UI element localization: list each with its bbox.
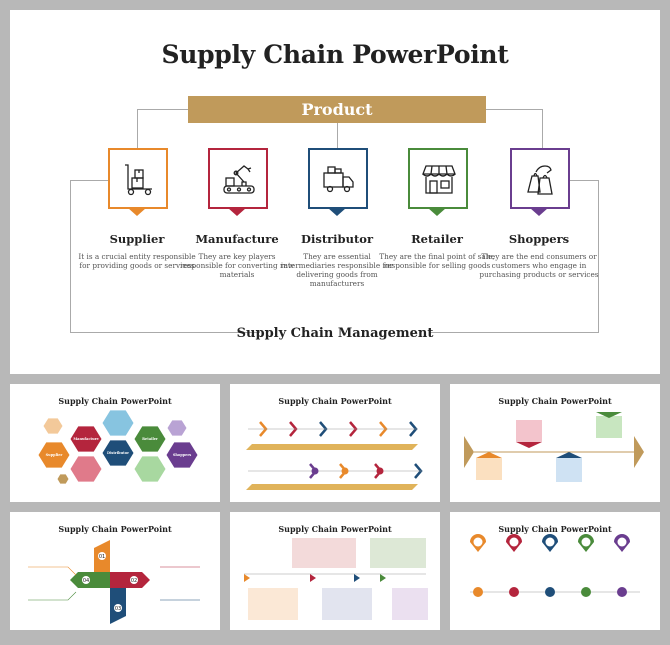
thumbnail-puzzle[interactable]: 01 02 03 04 Supply Chain PowerPoint	[10, 512, 220, 630]
svg-text:03: 03	[115, 606, 121, 612]
hex-label: Manufacture	[73, 437, 99, 441]
stage-pointer	[328, 208, 346, 216]
stage-name: Retailer	[411, 232, 463, 246]
stage-name: Manufacture	[195, 232, 279, 246]
thumbnail-chevron[interactable]: Supply Chain PowerPoint	[230, 384, 440, 502]
main-slide[interactable]: Supply Chain PowerPoint Product Supplier…	[10, 10, 660, 374]
storefront-icon	[422, 165, 456, 194]
stage-icon-box	[308, 148, 368, 209]
delivery-truck-icon	[323, 166, 354, 193]
stage-pointer	[228, 208, 246, 216]
stage-icon-box	[108, 148, 168, 209]
thumbnail-title: Supply Chain PowerPoint	[498, 524, 612, 534]
stage-icon-box	[408, 148, 468, 209]
connector-line	[70, 180, 71, 332]
svg-text:02: 02	[131, 578, 137, 584]
hexagon-diagram: Manufacture Distributor Retailer Supplie…	[37, 409, 199, 485]
hex-label: Shoppers	[173, 453, 191, 457]
connector-line	[137, 109, 138, 149]
flow-boxes-diagram	[244, 538, 428, 620]
connector-line	[598, 180, 599, 332]
slide-title: Supply Chain PowerPoint	[161, 40, 509, 69]
stage-icon-box	[208, 148, 268, 209]
arrow-notes-diagram	[464, 412, 644, 482]
hex-label: Distributor	[107, 451, 129, 455]
svg-text:01: 01	[99, 554, 105, 560]
supply-chain-management-label: Supply Chain Management	[236, 326, 434, 341]
connector-line	[542, 109, 543, 149]
thumbnail-hexagon[interactable]: Manufacture Distributor Retailer Supplie…	[10, 384, 220, 502]
thumbnail-title: Supply Chain PowerPoint	[58, 396, 172, 406]
stage-description: They are essential intermediaries respon…	[280, 252, 394, 288]
thumbnail-title: Supply Chain PowerPoint	[278, 524, 392, 534]
stage-icon-box	[510, 148, 570, 209]
stage-name: Supplier	[109, 232, 165, 246]
thumbnail-title: Supply Chain PowerPoint	[278, 396, 392, 406]
hex-label: Supplier	[46, 453, 63, 457]
connector-line	[337, 123, 338, 149]
connector-line	[70, 332, 260, 333]
thumbnail-pins[interactable]: Supply Chain PowerPoint	[450, 512, 660, 630]
connector-line	[430, 332, 599, 333]
stage-name: Distributor	[301, 232, 373, 246]
hex-label: Retailer	[142, 437, 158, 441]
stage-pointer	[428, 208, 446, 216]
stage-description: They are the final point of sale, respon…	[379, 252, 495, 270]
connector-line	[486, 109, 542, 110]
chevron-process-diagram	[246, 421, 423, 490]
location-pins-diagram	[470, 534, 640, 597]
thumbnail-title: Supply Chain PowerPoint	[58, 524, 172, 534]
thumbnail-flow-boxes[interactable]: Supply Chain PowerPoint	[230, 512, 440, 630]
thumbnail-title: Supply Chain PowerPoint	[498, 396, 612, 406]
stage-name: Shoppers	[508, 232, 570, 246]
stage-pointer	[530, 208, 548, 216]
thumbnail-arrow-notes[interactable]: Supply Chain PowerPoint	[450, 384, 660, 502]
stage-description: They are key players responsible for con…	[179, 252, 295, 279]
product-banner: Product	[188, 96, 486, 123]
shopping-bags-icon	[527, 165, 553, 195]
hand-truck-icon	[125, 164, 152, 196]
connector-line	[70, 180, 108, 181]
puzzle-cross-diagram: 01 02 03 04	[28, 540, 200, 624]
svg-text:04: 04	[83, 578, 89, 584]
stage-pointer	[128, 208, 146, 216]
robot-arm-icon	[223, 165, 255, 194]
stage-description: It is a crucial entity responsible for p…	[78, 252, 196, 270]
connector-line	[137, 109, 188, 110]
connector-line	[570, 180, 598, 181]
stage-description: They are the end consumers or customers …	[479, 252, 599, 279]
